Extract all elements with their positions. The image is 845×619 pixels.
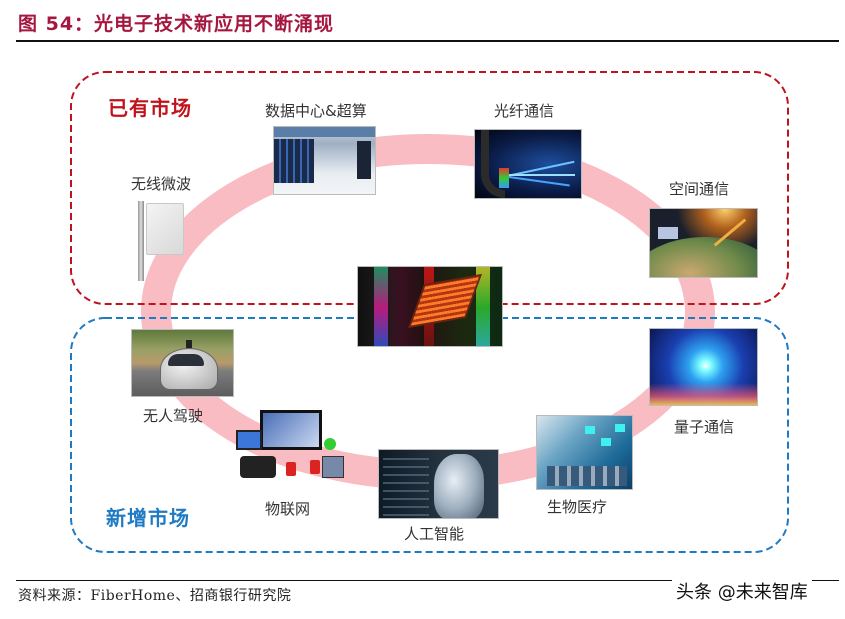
fiber-cable-image [474, 129, 582, 199]
photonic-chip-image [357, 266, 503, 347]
node-label-biomedical: 生物医疗 [547, 498, 608, 516]
node-label-autonomous-driving: 无人驾驶 [143, 407, 204, 425]
node-label-ai: 人工智能 [404, 525, 465, 543]
node-label-fiber-comm: 光纤通信 [494, 102, 555, 120]
new-market-label: 新增市场 [106, 506, 190, 530]
node-label-space-comm: 空间通信 [669, 180, 730, 198]
quantum-light-image [649, 328, 758, 406]
existing-market-label: 已有市场 [108, 96, 192, 120]
devices-image [236, 410, 346, 488]
node-label-datacenter-hpc: 数据中心&超算 [265, 102, 367, 120]
title-divider [16, 40, 839, 42]
self-driving-car-image [131, 329, 234, 397]
node-label-iot: 物联网 [265, 500, 311, 518]
ai-face-image [378, 449, 499, 519]
node-label-wireless-microwave: 无线微波 [131, 175, 192, 193]
medical-tech-image [536, 415, 633, 490]
antenna-image [136, 201, 196, 281]
figure-source: 资料来源：FiberHome、招商银行研究院 [18, 588, 292, 604]
node-label-quantum-comm: 量子通信 [674, 418, 735, 436]
watermark: 头条 @未来智库 [672, 578, 812, 604]
satellite-earth-image [649, 208, 758, 278]
figure-title: 图 54：光电子技术新应用不断涌现 [18, 13, 335, 35]
server-room-image [273, 126, 376, 195]
source-divider [16, 580, 839, 581]
